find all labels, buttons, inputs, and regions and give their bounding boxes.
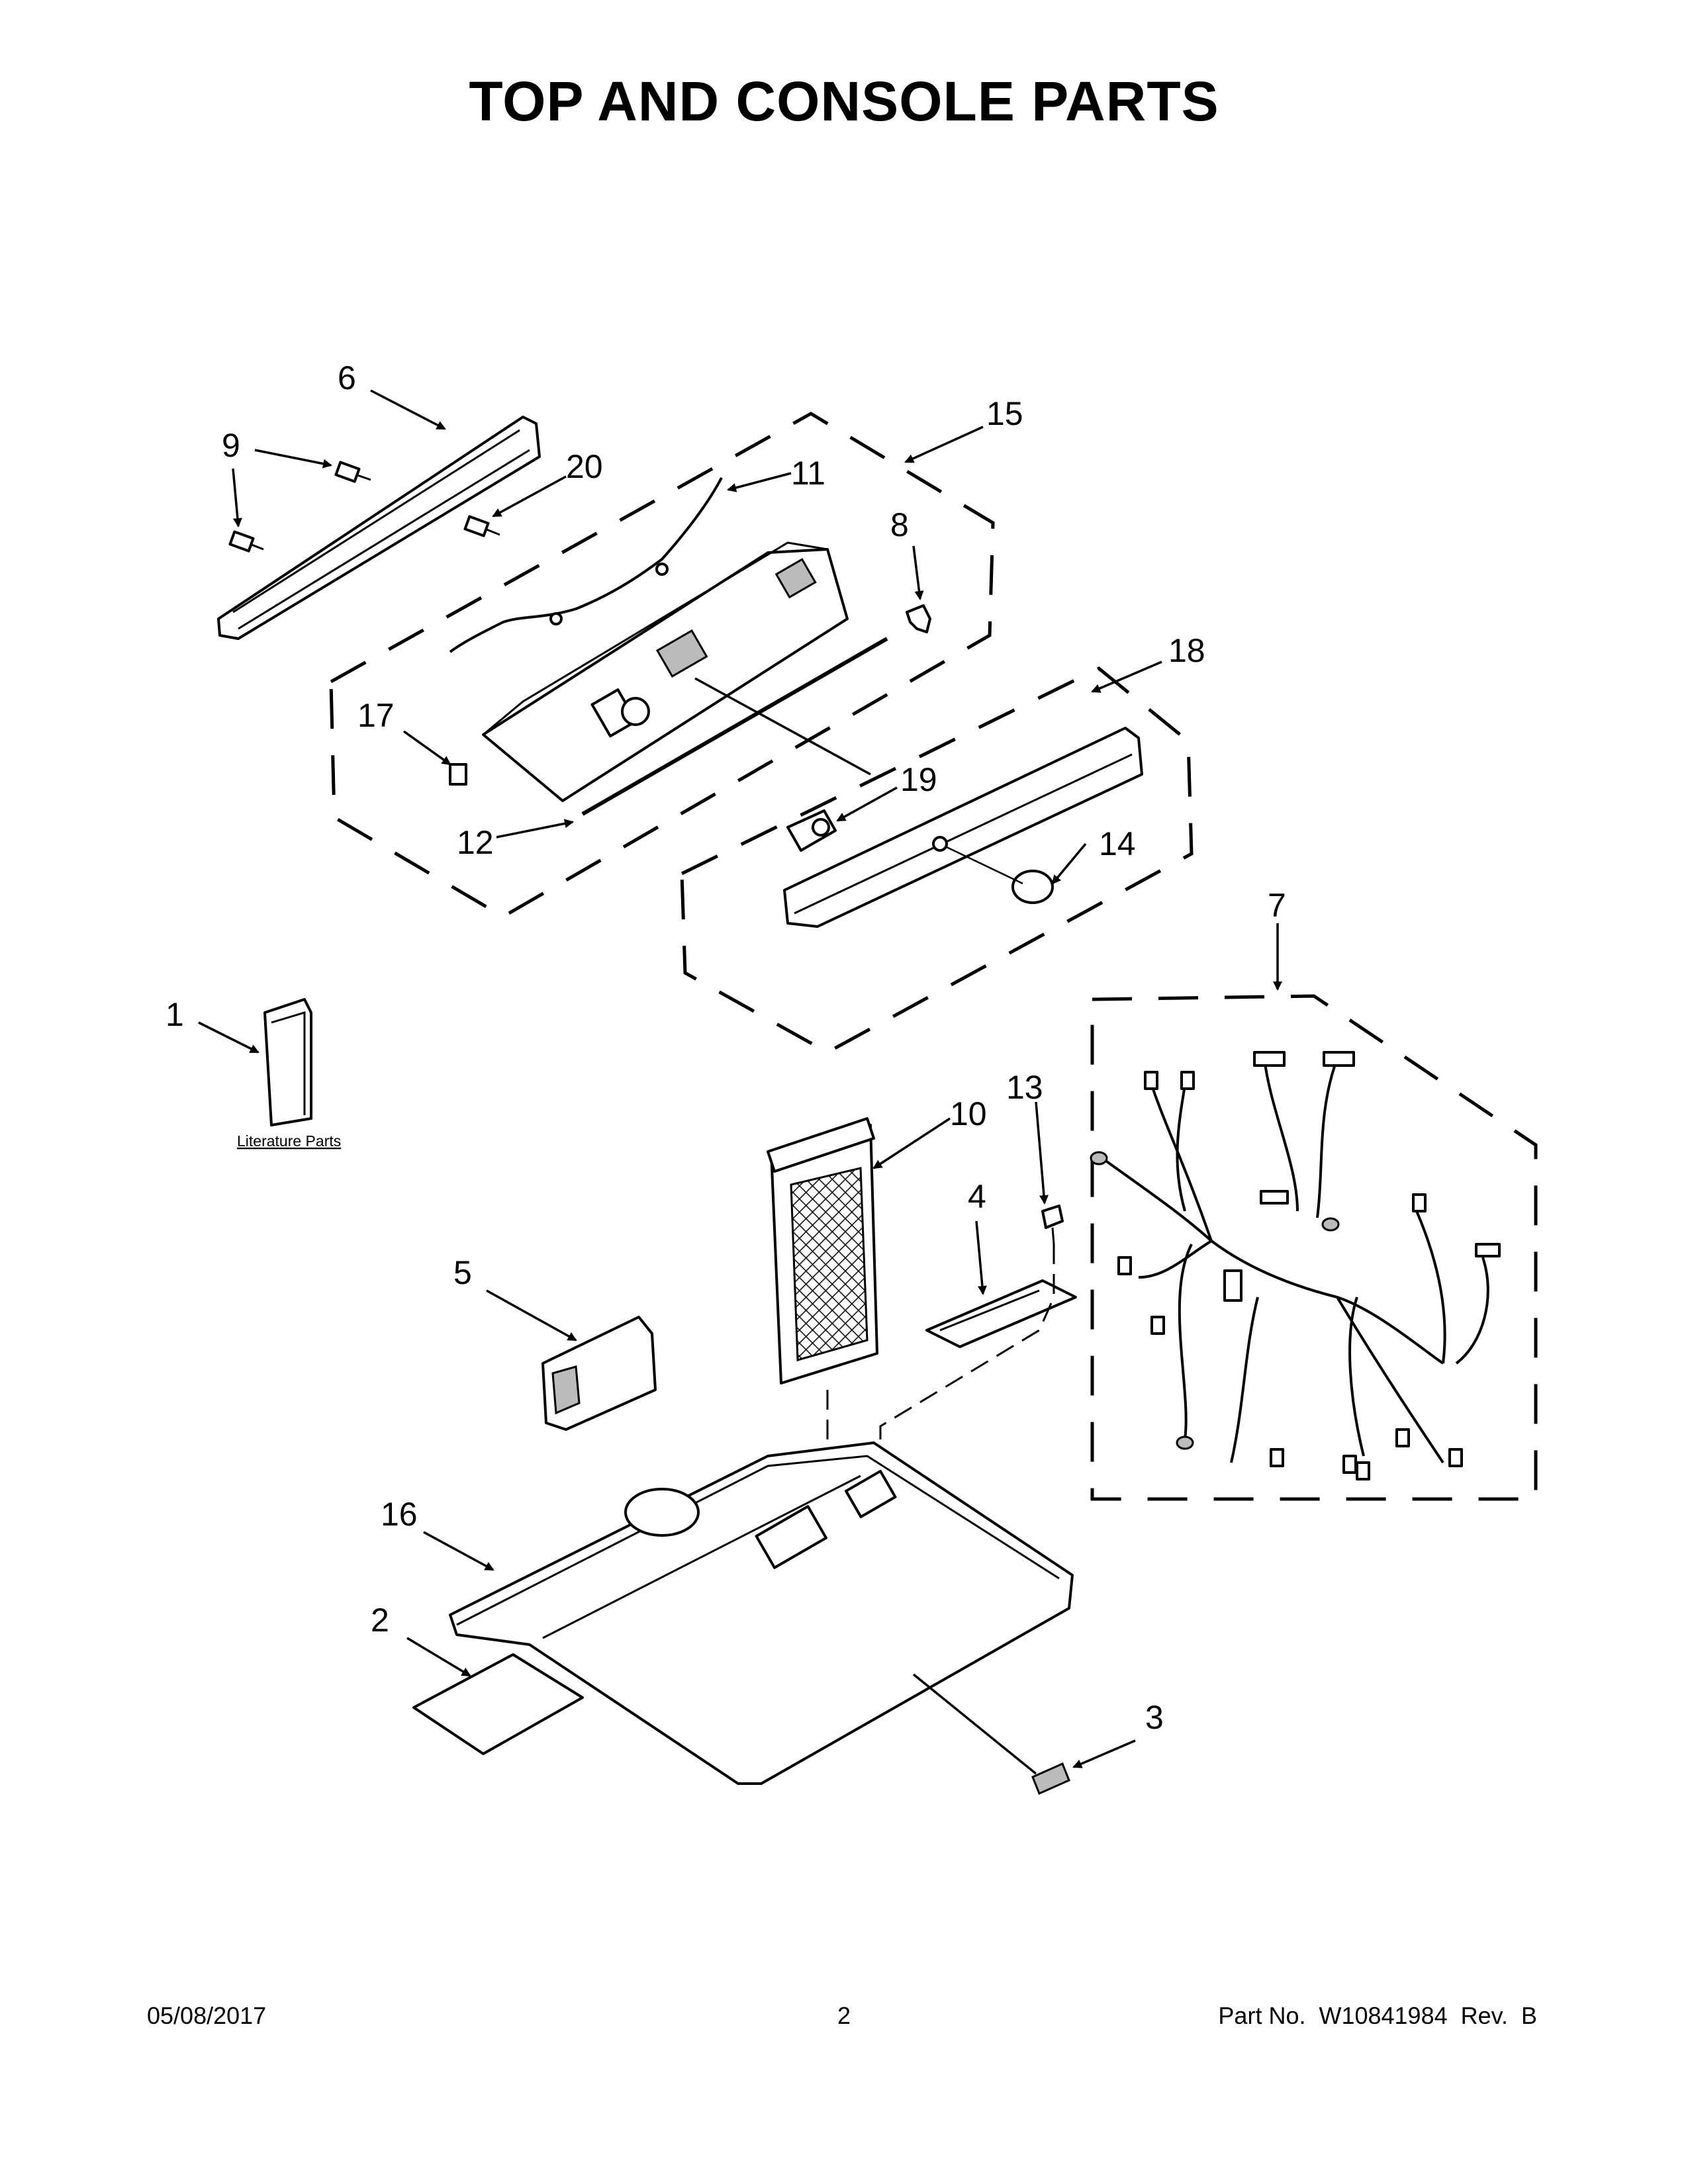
leader-9-upper <box>254 449 332 469</box>
leader-17 <box>402 730 451 766</box>
part-17-clip[interactable] <box>449 763 467 786</box>
group-15-boundary <box>329 412 995 919</box>
part-13-screw[interactable] <box>1041 1205 1064 1245</box>
leader-20 <box>492 475 567 518</box>
callout-1[interactable]: 1 <box>165 996 184 1033</box>
callout-17[interactable]: 17 <box>357 697 395 734</box>
callout-11[interactable]: 11 <box>791 455 825 492</box>
part-18-console-panel[interactable] <box>783 727 1143 928</box>
part-2-label[interactable] <box>412 1653 584 1755</box>
leader-2 <box>406 1637 471 1677</box>
callout-14[interactable]: 14 <box>1099 825 1136 862</box>
part-6-console-trim[interactable] <box>217 416 541 640</box>
leader-11 <box>727 472 792 492</box>
callout-12[interactable]: 12 <box>457 824 494 861</box>
leader-10 <box>872 1117 951 1169</box>
callout-5[interactable]: 5 <box>453 1254 472 1291</box>
group-7-boundary <box>1090 994 1538 1501</box>
callout-20[interactable]: 20 <box>566 448 603 485</box>
callout-3[interactable]: 3 <box>1145 1699 1164 1736</box>
callout-2[interactable]: 2 <box>371 1602 389 1639</box>
leader-18 <box>1091 660 1162 693</box>
wire-clip-1 <box>655 563 669 576</box>
leader-19-ref <box>694 677 871 776</box>
callout-18[interactable]: 18 <box>1168 632 1205 669</box>
part-20-screw[interactable] <box>463 515 500 537</box>
part-9-screw-upper[interactable] <box>334 461 371 483</box>
leader-12 <box>496 819 574 839</box>
callout-10[interactable]: 10 <box>950 1095 987 1132</box>
wire-clip-2 <box>549 612 563 625</box>
part-4-cover[interactable] <box>925 1279 1077 1348</box>
part-19-encoder[interactable] <box>786 809 837 852</box>
part-9-screw-lower[interactable] <box>228 530 264 553</box>
leader-4 <box>975 1220 987 1295</box>
part-11-wire[interactable] <box>449 477 723 653</box>
callout-4[interactable]: 4 <box>968 1178 986 1215</box>
leader-14 <box>1051 842 1087 885</box>
leader-3 <box>1072 1739 1136 1768</box>
leader-5 <box>486 1289 577 1342</box>
part-16-top-panel[interactable] <box>449 1441 1074 1785</box>
part-10-lint-screen[interactable] <box>767 1117 878 1385</box>
callout-15[interactable]: 15 <box>986 395 1023 432</box>
page-title: TOP AND CONSOLE PARTS <box>469 70 1219 132</box>
group-18-boundary <box>680 666 1194 1054</box>
callout-8[interactable]: 8 <box>890 506 909 543</box>
leader-8 <box>912 545 924 600</box>
part-3-clip[interactable] <box>1031 1762 1070 1796</box>
leader-15 <box>904 426 984 463</box>
callout-6[interactable]: 6 <box>338 359 356 396</box>
literature-parts-label[interactable]: Literature Parts <box>237 1132 341 1150</box>
part-15-console[interactable] <box>482 541 849 802</box>
footer-part-number: Part No. W10841984 Rev. B <box>1218 2002 1537 2029</box>
part-1-literature[interactable] <box>263 998 312 1126</box>
callout-16[interactable]: 16 <box>381 1496 418 1533</box>
callout-19[interactable]: 19 <box>900 761 937 798</box>
callout-9[interactable]: 9 <box>222 427 240 464</box>
leader-1 <box>198 1021 259 1054</box>
part-12-gasket[interactable] <box>581 637 888 816</box>
footer-date: 05/08/2017 <box>147 2002 267 2029</box>
footer-page-number: 2 <box>837 2002 851 2029</box>
part-8-clip[interactable] <box>906 604 931 633</box>
callout-13[interactable]: 13 <box>1006 1069 1043 1106</box>
leader-16 <box>423 1531 494 1571</box>
part-5-bracket[interactable] <box>541 1316 657 1431</box>
leader-6 <box>370 389 446 430</box>
leader-13 <box>1035 1101 1049 1205</box>
part-7-wire-harness[interactable] <box>1090 1051 1501 1480</box>
part-14-knob[interactable] <box>1011 870 1054 904</box>
leader-9-lower <box>232 468 242 527</box>
callout-7[interactable]: 7 <box>1268 887 1286 924</box>
leader-19 <box>836 786 898 822</box>
